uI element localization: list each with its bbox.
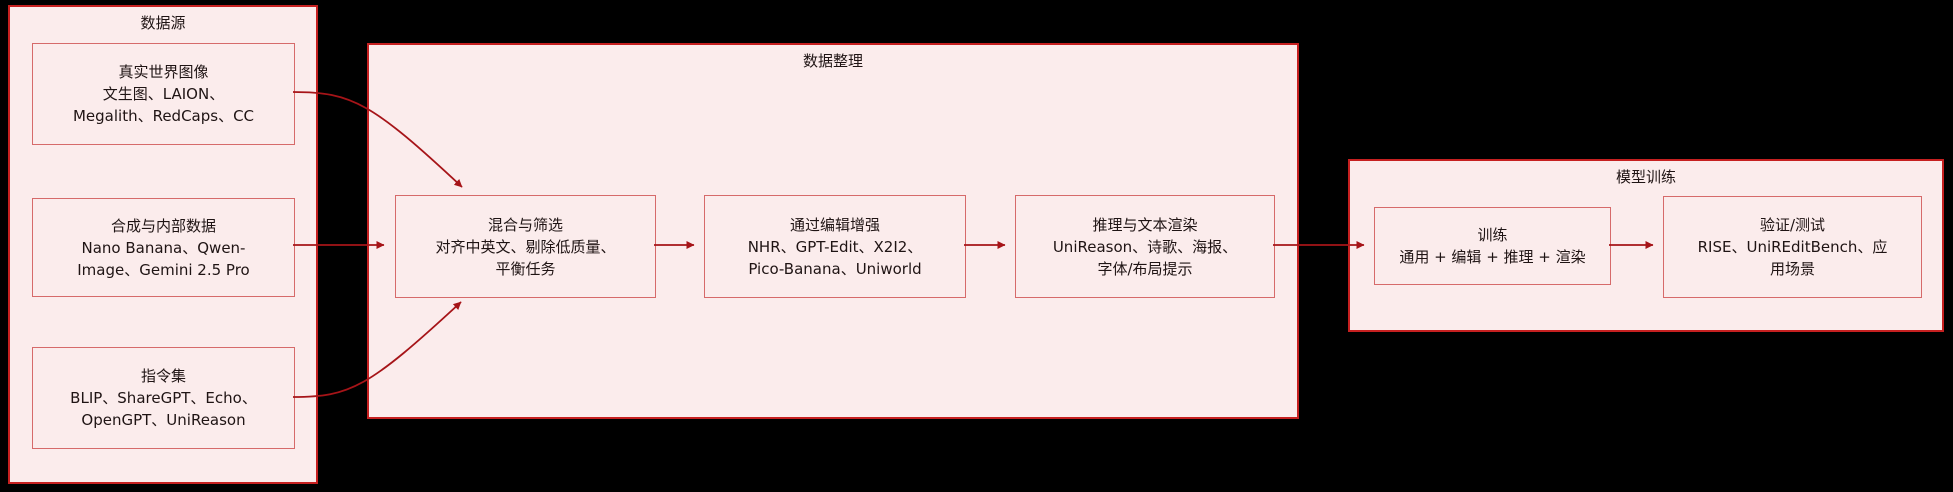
node-instruction-sets: 指令集 BLIP、ShareGPT、Echo、 OpenGPT、UniReaso… [32, 347, 295, 449]
node-edit-augmentation: 通过编辑增强 NHR、GPT-Edit、X2I2、 Pico-Banana、Un… [704, 195, 966, 298]
node-instruction-sets-label: 指令集 BLIP、ShareGPT、Echo、 OpenGPT、UniReaso… [70, 367, 257, 429]
node-training: 训练 通用 + 编辑 + 推理 + 渲染 [1374, 207, 1611, 285]
group-data-curation: 数据整理 混合与筛选 对齐中英文、剔除低质量、 平衡任务 通过编辑增强 NHR、… [367, 43, 1299, 419]
group-data-sources: 数据源 真实世界图像 文生图、LAION、 Megalith、RedCaps、C… [8, 5, 318, 484]
node-synthetic-internal-data-label: 合成与内部数据 Nano Banana、Qwen- Image、Gemini 2… [77, 216, 250, 279]
node-mix-and-filter-label: 混合与筛选 对齐中英文、剔除低质量、 平衡任务 [435, 215, 616, 278]
node-synthetic-internal-data: 合成与内部数据 Nano Banana、Qwen- Image、Gemini 2… [32, 198, 295, 297]
group-model-training-title: 模型训练 [1615, 168, 1676, 186]
node-edit-augmentation-label: 通过编辑增强 NHR、GPT-Edit、X2I2、 Pico-Banana、Un… [747, 215, 923, 278]
node-reasoning-text-rendering-label: 推理与文本渲染 UniReason、诗歌、海报、 字体/布局提示 [1052, 215, 1238, 278]
node-validation-testing-label: 验证/测试 RISE、UniREditBench、应 用场景 [1697, 216, 1888, 278]
group-model-training: 模型训练 训练 通用 + 编辑 + 推理 + 渲染 验证/测试 RISE、Uni… [1348, 159, 1944, 332]
node-training-label: 训练 通用 + 编辑 + 推理 + 渲染 [1399, 226, 1586, 266]
node-mix-and-filter: 混合与筛选 对齐中英文、剔除低质量、 平衡任务 [395, 195, 656, 298]
node-validation-testing: 验证/测试 RISE、UniREditBench、应 用场景 [1663, 196, 1922, 298]
node-real-world-images-label: 真实世界图像 文生图、LAION、 Megalith、RedCaps、CC [72, 63, 255, 125]
node-real-world-images: 真实世界图像 文生图、LAION、 Megalith、RedCaps、CC [32, 43, 295, 145]
group-data-sources-title: 数据源 [140, 14, 186, 32]
group-data-curation-title: 数据整理 [802, 52, 863, 70]
node-reasoning-text-rendering: 推理与文本渲染 UniReason、诗歌、海报、 字体/布局提示 [1015, 195, 1275, 298]
